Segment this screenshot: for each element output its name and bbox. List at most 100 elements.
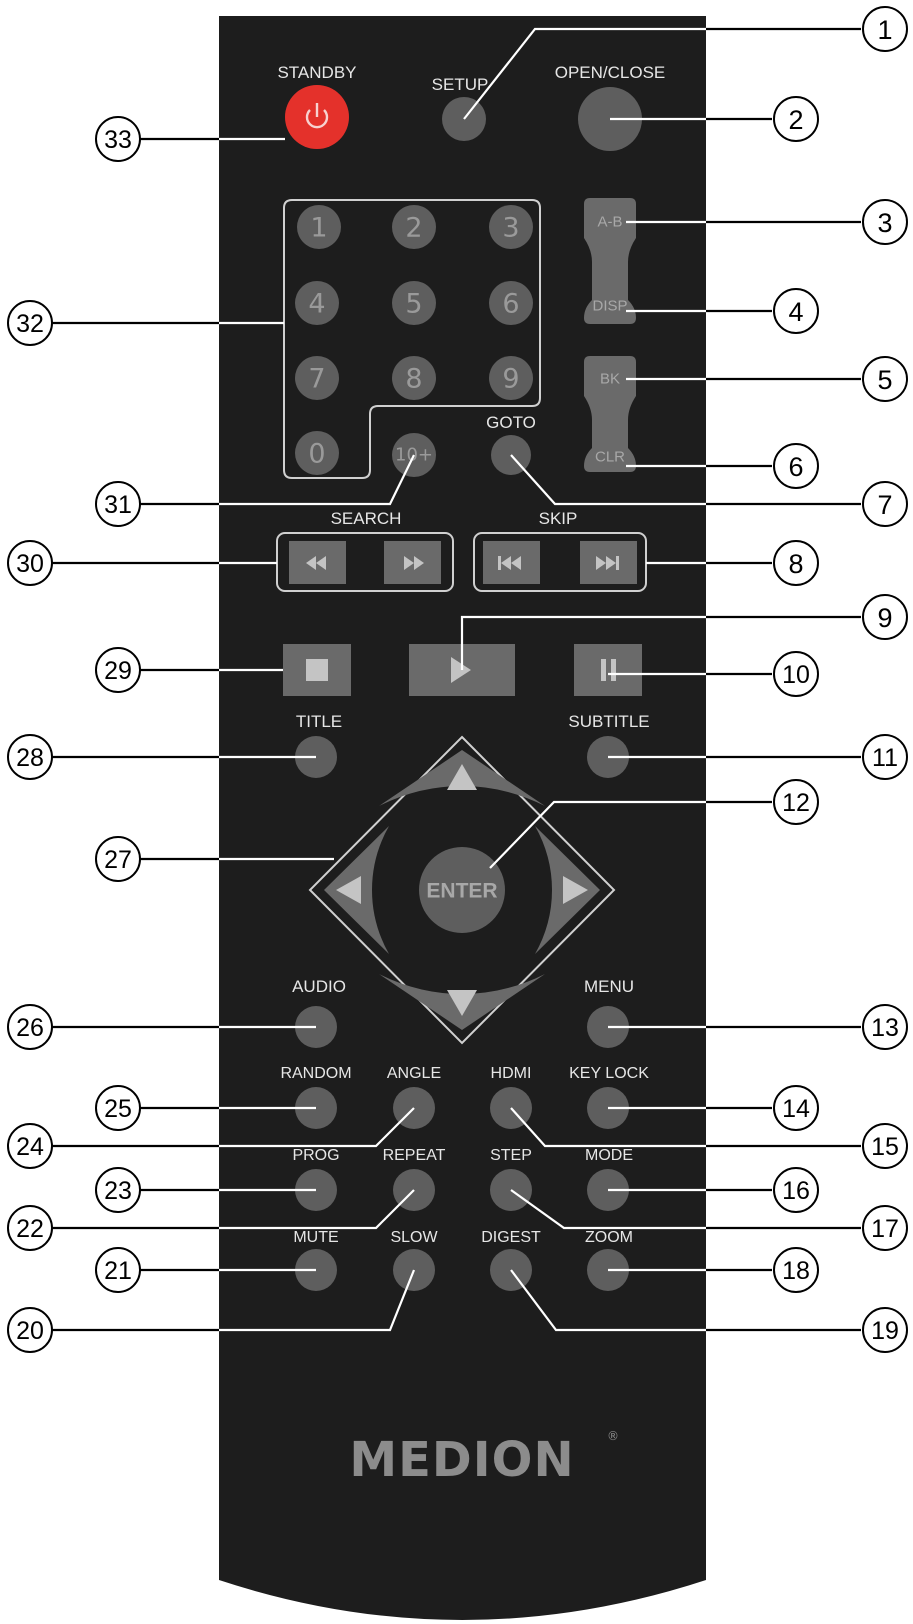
pause-icon	[601, 659, 616, 681]
callout-28-label: 28	[16, 744, 44, 772]
callout-7-label: 7	[877, 490, 892, 520]
callout-17-label: 17	[871, 1215, 899, 1243]
callout-9	[862, 594, 908, 640]
callout-30	[7, 540, 53, 586]
callout-29-label: 29	[104, 657, 132, 685]
key-2-label: 2	[405, 213, 422, 244]
callout-15	[862, 1123, 908, 1169]
callout-10-label: 10	[782, 661, 810, 689]
callout-31	[95, 481, 141, 527]
callout-18	[773, 1247, 819, 1293]
callout-3	[862, 199, 908, 245]
leader-lines	[52, 27, 861, 1332]
callout-3-label: 3	[877, 208, 892, 238]
brand-logo: MEDION	[349, 1432, 574, 1488]
key-1[interactable]	[297, 205, 341, 249]
subtitle-label: SUBTITLE	[568, 712, 649, 731]
callout-9-label: 9	[877, 603, 892, 633]
rewind-icon	[306, 556, 326, 570]
angle-label: ANGLE	[387, 1065, 441, 1082]
callout-8-label: 8	[788, 549, 803, 579]
mute-label: MUTE	[293, 1229, 338, 1246]
goto-label: GOTO	[486, 413, 536, 432]
callout-11	[862, 734, 908, 780]
callout-1-label: 1	[877, 15, 892, 45]
skip-back-icon	[498, 556, 521, 570]
key-4[interactable]	[295, 281, 339, 325]
callout-28	[7, 734, 53, 780]
callout-19	[862, 1307, 908, 1353]
key-7[interactable]	[295, 356, 339, 400]
callout-4	[773, 288, 819, 334]
callout-16-label: 16	[782, 1177, 810, 1205]
callout-6-label: 6	[788, 452, 803, 482]
key-9[interactable]	[489, 356, 533, 400]
ab-disp-rocker[interactable]	[584, 198, 636, 324]
callout-8	[773, 540, 819, 586]
callout-13	[862, 1004, 908, 1050]
callout-7	[862, 481, 908, 527]
key-5-label: 5	[405, 289, 422, 320]
callout-24	[7, 1123, 53, 1169]
brand-registered-mark: ®	[607, 1429, 619, 1443]
key-8[interactable]	[392, 356, 436, 400]
key-2[interactable]	[392, 205, 436, 249]
prog-label: PROG	[292, 1147, 339, 1164]
callout-11-label: 11	[872, 744, 898, 772]
callout-29	[95, 647, 141, 693]
callout-1	[862, 6, 908, 52]
mode-label: MODE	[585, 1147, 633, 1164]
clr-label: CLR	[595, 449, 625, 466]
standby-label: STANDBY	[277, 63, 356, 82]
slow-label: SLOW	[390, 1229, 438, 1246]
skip-label: SKIP	[539, 509, 578, 528]
digest-label: DIGEST	[481, 1229, 541, 1246]
callout-16	[773, 1167, 819, 1213]
callout-5-label: 5	[877, 365, 892, 395]
callout-31-label: 31	[104, 491, 132, 519]
callout-22-label: 22	[16, 1215, 44, 1243]
key-6-label: 6	[502, 289, 519, 320]
callout-33	[95, 116, 141, 162]
bk-clr-rocker[interactable]	[584, 356, 636, 472]
callout-25-label: 25	[104, 1095, 132, 1123]
callout-4-label: 4	[788, 297, 803, 327]
callout-20	[7, 1307, 53, 1353]
keypad-frame	[283, 199, 541, 479]
zoom-label: ZOOM	[585, 1229, 633, 1246]
random-label: RANDOM	[280, 1065, 351, 1082]
callouts: 1 2 3 4 5 6 7 8 9 10 11 12 13 14 15 16 1…	[7, 6, 908, 1353]
callout-18-label: 18	[782, 1257, 810, 1285]
power-icon	[305, 103, 329, 129]
skip-back-button[interactable]	[483, 541, 540, 584]
key-6[interactable]	[489, 281, 533, 325]
callout-32	[7, 300, 53, 346]
title-label: TITLE	[296, 712, 342, 731]
key-4-label: 4	[308, 289, 325, 320]
enter-button[interactable]	[419, 847, 505, 933]
callout-26	[7, 1004, 53, 1050]
key-9-label: 9	[502, 364, 519, 395]
callout-25	[95, 1085, 141, 1131]
left-arrow-icon	[336, 876, 361, 904]
callout-5	[862, 356, 908, 402]
search-label: SEARCH	[331, 509, 402, 528]
key-1-label: 1	[310, 213, 327, 244]
skip-forward-icon	[596, 556, 619, 570]
key-5[interactable]	[392, 281, 436, 325]
callout-24-label: 24	[16, 1133, 44, 1161]
callout-17	[862, 1205, 908, 1251]
remote-body	[219, 16, 706, 1620]
key-0[interactable]	[295, 431, 339, 475]
open-close-label: OPEN/CLOSE	[555, 63, 666, 82]
repeat-label: REPEAT	[383, 1147, 446, 1164]
callout-10	[773, 651, 819, 697]
callout-14-label: 14	[782, 1095, 810, 1123]
pause-button[interactable]	[574, 644, 642, 696]
key-3[interactable]	[489, 205, 533, 249]
menu-label: MENU	[584, 977, 634, 996]
up-arrow-icon	[447, 764, 477, 790]
callout-12	[773, 779, 819, 825]
setup-label: SETUP	[432, 75, 489, 94]
callout-27-label: 27	[104, 846, 132, 874]
